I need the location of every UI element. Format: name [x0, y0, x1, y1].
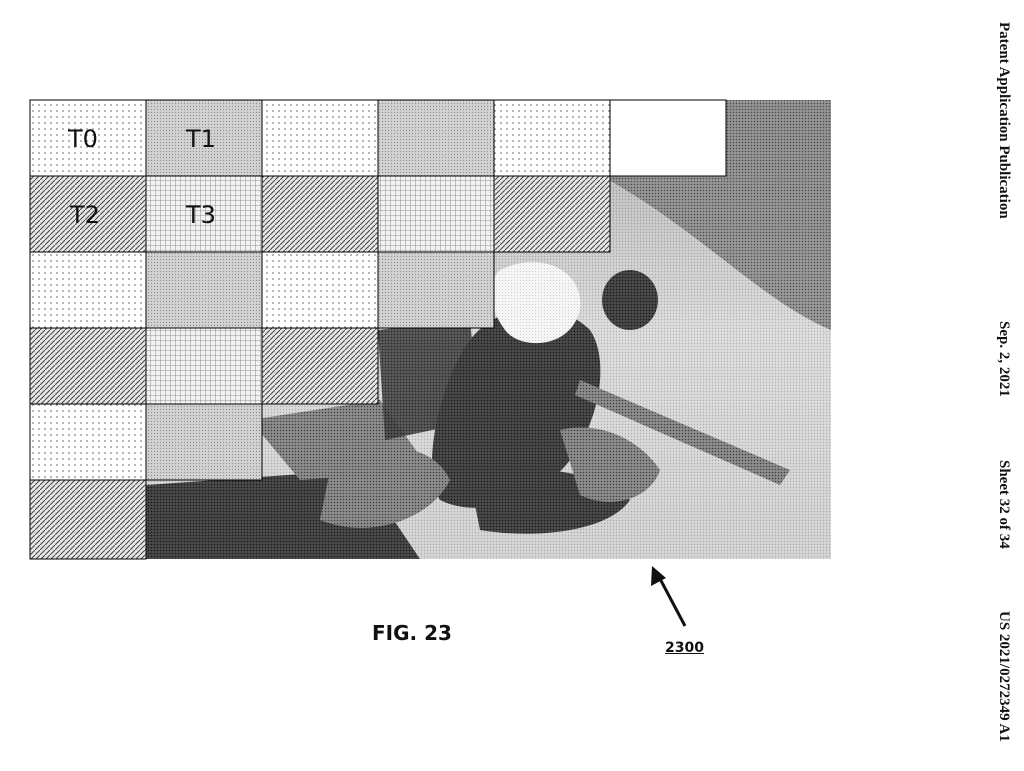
tile-r4-c0 — [29, 403, 147, 481]
publication-date: Sep. 2, 2021 — [996, 321, 1012, 398]
tile-r1-c1 — [145, 175, 263, 253]
tile-label-t1: T1 — [186, 125, 216, 153]
tile-r0-c1 — [145, 99, 263, 177]
patent-header: Patent Application Publication Sep. 2, 2… — [972, 22, 1012, 742]
figure-label: FIG. 23 — [372, 621, 452, 645]
tile-r0-c2 — [261, 99, 379, 177]
tile-r3-c1 — [145, 327, 263, 405]
tile-r2-c0 — [29, 251, 147, 329]
tile-r1-c2 — [261, 175, 379, 253]
publication-type: Patent Application Publication — [996, 22, 1012, 219]
tile-label-t0: T0 — [68, 125, 98, 153]
tile-r1-c3 — [377, 175, 495, 253]
reference-arrow-icon — [651, 566, 687, 627]
tile-r4-c1 — [145, 403, 263, 481]
tile-label-t2: T2 — [70, 201, 100, 229]
tile-label-t3: T3 — [186, 201, 216, 229]
tile-r0-c0 — [29, 99, 147, 177]
tile-grid — [29, 99, 727, 560]
tile-r0-c3 — [377, 99, 495, 177]
tile-r1-c0 — [29, 175, 147, 253]
tile-r2-c3 — [377, 251, 495, 329]
tile-r3-c2 — [261, 327, 379, 405]
tile-r2-c1 — [145, 251, 263, 329]
tile-r0-c5 — [609, 99, 727, 177]
tile-r0-c4 — [493, 99, 611, 177]
tile-r5-c0 — [29, 479, 147, 560]
reference-number: 2300 — [665, 640, 704, 656]
tile-r2-c2 — [261, 251, 379, 329]
tile-r3-c0 — [29, 327, 147, 405]
publication-number: US 2021/0272349 A1 — [996, 611, 1012, 742]
tile-r1-c4 — [493, 175, 611, 253]
sheet-number: Sheet 32 of 34 — [996, 459, 1012, 549]
